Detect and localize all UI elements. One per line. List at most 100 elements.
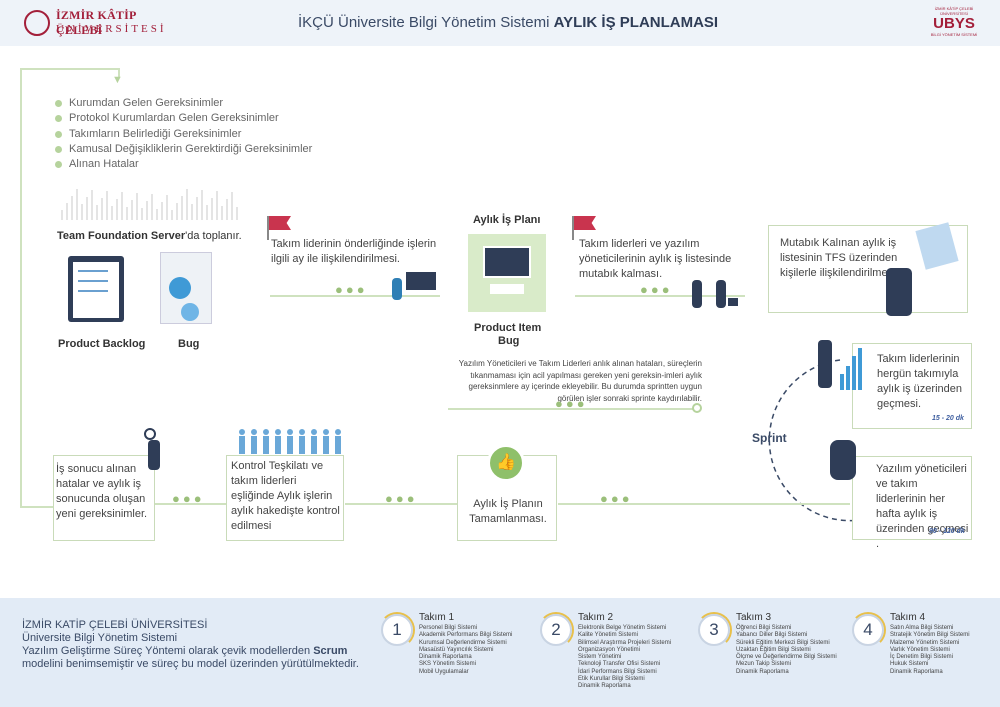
- team-system-item: Organizasyon Yönetimi: [578, 646, 640, 653]
- flow-line-bottom: [20, 506, 55, 508]
- university-emblem-icon: [24, 10, 50, 36]
- team-system-item: Bilimsel Araştırma Projeleri Sistemi: [578, 639, 672, 646]
- weekly-box: [852, 456, 972, 540]
- person-body: [299, 436, 305, 454]
- result-text: İş sonucu alınan hatalar ve aylık iş son…: [56, 463, 148, 520]
- dots-separator: ●●●: [335, 282, 368, 297]
- team-system-item: İç Denetim Bilgi Sistemi: [890, 654, 954, 661]
- team-number: 2: [540, 614, 572, 646]
- team-system-item: Dinamik Raporlama: [890, 668, 943, 675]
- person-head: [275, 429, 281, 435]
- team-arc: [696, 612, 732, 648]
- tfs-funnel-lines: [61, 189, 238, 220]
- person-head: [239, 429, 245, 435]
- weekly-text: Yazılım yöneticileri ve takım liderlerin…: [876, 463, 969, 550]
- team-system-item: Dinamik Raporlama: [419, 654, 472, 661]
- team-number: 3: [698, 614, 730, 646]
- person-body: [311, 436, 317, 454]
- tfs-caption: Team Foundation Server'da toplanır.: [57, 230, 242, 242]
- result-line: [155, 503, 226, 505]
- flag-pole: [267, 216, 269, 240]
- monitor-book-icon: [468, 234, 546, 312]
- arrow-down-icon: ▼: [112, 74, 123, 86]
- team-system-item: Varlık Yönetim Sistemi: [890, 646, 950, 653]
- dots-separator: ●●●: [555, 396, 588, 411]
- urgent-note: Yazılım Yöneticileri ve Takım Liderleri …: [458, 359, 702, 403]
- magnifier-person-icon: [136, 428, 172, 472]
- multitask-person-icon: [830, 440, 856, 480]
- team-system-item: Öğrenci Bilgi Sistemi: [736, 625, 792, 631]
- page-title: İKÇÜ Üniversite Bilgi Yönetim Sistemi AY…: [298, 14, 719, 31]
- flow-line-down: [118, 68, 120, 78]
- team-title: Takım 2: [578, 612, 614, 623]
- team-system-item: Masaüstü Yayıncılık Sistemi: [419, 646, 494, 653]
- person-head: [299, 429, 305, 435]
- team-number: 1: [381, 614, 413, 646]
- flag-icon: [269, 216, 291, 230]
- team-title: Takım 4: [890, 612, 926, 623]
- requirement-item: Protokol Kurumlardan Gelen Gereksinimler: [55, 111, 312, 126]
- team-system-item: Akademik Performans Bilgi Sistemi: [419, 632, 513, 639]
- control-text: Kontrol Teşkilatı ve takım liderleri eşl…: [231, 460, 340, 532]
- team-system-item: Kalite Yönetim Sistemi: [578, 632, 638, 639]
- team-system-item: Mobil Uygulamalar: [419, 668, 469, 675]
- team-system-item: İdari Performans Bilgi Sistemi: [578, 668, 657, 675]
- flow-line-top: [20, 68, 120, 70]
- step2-text: Takım liderleri ve yazılım yöneticilerin…: [579, 238, 732, 280]
- person-body: [287, 436, 293, 454]
- person-icon: [886, 268, 912, 316]
- product-backlog-label: Product Backlog: [58, 338, 146, 350]
- result-box: [53, 455, 155, 541]
- person-icon: [818, 340, 832, 388]
- team-system-item: Teknoloji Transfer Ofisi Sistemi: [578, 661, 661, 668]
- team-system-item: Elektronik Belge Yönetim Sistemi: [578, 625, 667, 631]
- daily-text: Takım liderlerinin hergün takımıyla aylı…: [877, 353, 962, 410]
- team-system-item: Stratejik Yönetim Bilgi Sistemi: [890, 632, 970, 639]
- person-body: [263, 436, 269, 454]
- line-node: [692, 403, 702, 413]
- clipboard-icon: [68, 256, 124, 322]
- person-body: [251, 436, 257, 454]
- control-line: [345, 503, 457, 505]
- people-group-icon: [236, 428, 344, 454]
- team-system-item: Yabancı Diller Bilgi Sistemi: [736, 632, 808, 639]
- monthly-plan-bug: Bug: [498, 335, 520, 347]
- monthly-plan-item: Product Item: [474, 322, 542, 334]
- team-system-item: Dinamik Raporlama: [578, 683, 631, 690]
- team-system-item: Kurumsal Değerlendirme Sistemi: [419, 639, 507, 646]
- step2-line: [575, 295, 745, 297]
- step3-text: Mutabık Kalınan aylık iş listesinin TFS …: [780, 237, 899, 279]
- team-title: Takım 1: [419, 612, 455, 623]
- team-system-item: Sürekli Eğitim Merkezi Bilgi Sistemi: [736, 639, 830, 646]
- weekly-time: 90 - 120 dk: [929, 528, 965, 535]
- person-head: [335, 429, 341, 435]
- team-system-item: Uzaktan Eğitim Bilgi Sistemi: [736, 646, 811, 653]
- person-head: [323, 429, 329, 435]
- step1-line: [270, 295, 440, 297]
- team-system-item: Sistem Yönetimi: [578, 654, 622, 661]
- urgent-line: [448, 408, 698, 410]
- team-title: Takım 3: [736, 612, 772, 623]
- document-chart-icon: [160, 252, 212, 324]
- header-bar: [0, 0, 1000, 46]
- team-system-item: Etik Kurullar Bilgi Sistemi: [578, 676, 645, 683]
- university-logo: İZMİR KÂTİP ÇELEBİ ÜNİVERSİTESİ: [24, 8, 164, 40]
- team-system-item: Hukuk Sistemi: [890, 661, 929, 668]
- team-arc: [850, 612, 886, 648]
- dots-separator: ●●●: [385, 491, 418, 506]
- flow-line-left: [20, 68, 22, 508]
- control-box: [226, 455, 344, 541]
- logo-line1: İZMİR KÂTİP ÇELEBİ: [56, 8, 136, 37]
- sprint-cycle: [768, 359, 861, 522]
- daily-time: 15 - 20 dk: [932, 415, 964, 422]
- logo-line2: ÜNİVERSİTESİ: [56, 23, 167, 35]
- requirement-item: Kamusal Değişikliklerin Gerektirdiği Ger…: [55, 142, 312, 157]
- dots-separator: ●●●: [640, 282, 673, 297]
- team-arc: [379, 612, 415, 648]
- person-head: [263, 429, 269, 435]
- thumbs-up-icon: 👍: [487, 444, 525, 482]
- completed-line: [558, 503, 850, 505]
